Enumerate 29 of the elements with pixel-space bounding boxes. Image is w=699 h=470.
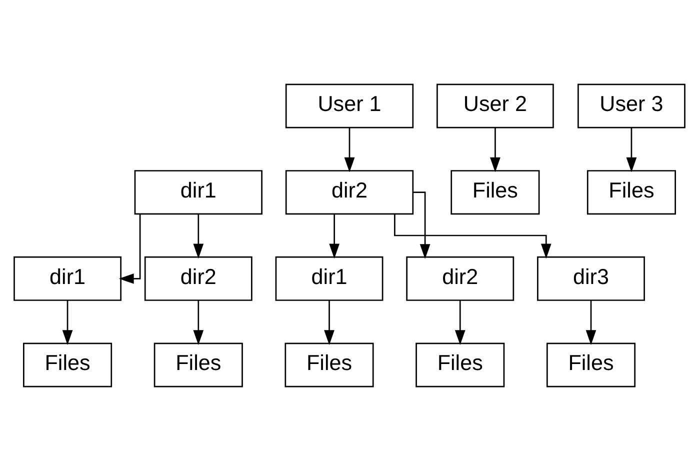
node-box: User 1	[285, 83, 414, 128]
arrow	[626, 127, 637, 172]
node-box: Files	[23, 342, 112, 387]
arrow	[454, 300, 466, 344]
node-box: Files	[450, 170, 540, 214]
node-box: dir3	[537, 256, 645, 300]
arrow	[193, 300, 204, 344]
node-box: Files	[154, 342, 243, 387]
arrow	[324, 300, 334, 344]
node-box: dir1	[275, 256, 384, 300]
node-box: User 2	[436, 83, 554, 128]
arrow	[490, 127, 500, 172]
node-box: Files	[586, 170, 676, 214]
node-box: Files	[284, 342, 374, 387]
arrow	[329, 214, 340, 258]
node-box: dir2	[406, 256, 514, 300]
node-box: Files	[416, 342, 505, 387]
arrow	[118, 214, 141, 284]
node-box: User 3	[578, 83, 686, 128]
node-box: dir1	[14, 256, 122, 300]
node-box: dir2	[285, 170, 414, 214]
node-box: dir1	[134, 170, 262, 214]
arrow	[344, 127, 355, 172]
arrow	[62, 300, 73, 344]
arrow	[193, 214, 204, 258]
node-box: dir2	[144, 256, 252, 300]
arrow	[586, 300, 596, 344]
node-box: Files	[546, 342, 636, 387]
arrow	[394, 214, 552, 258]
